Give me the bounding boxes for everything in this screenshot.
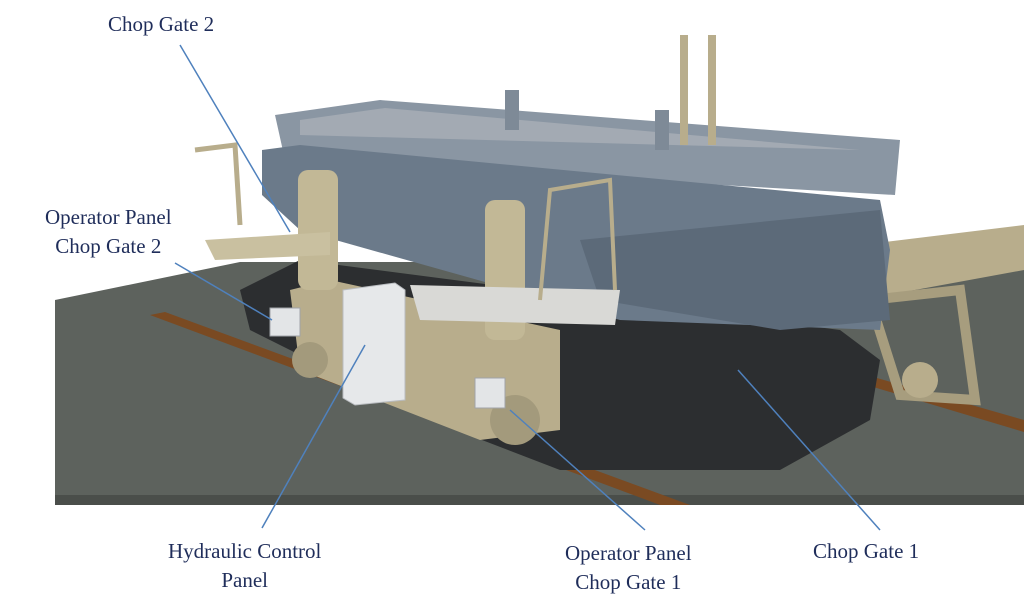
operator-panel-cg1-box [474, 377, 506, 409]
label-text: Panel [221, 568, 269, 592]
hook [655, 110, 669, 150]
leader-line-chop-gate-1 [737, 369, 881, 531]
wheel [292, 342, 328, 378]
label-chop-gate-2: Chop Gate 2 [108, 10, 214, 39]
wheel [902, 362, 938, 398]
ground-slab-edge [55, 495, 1024, 505]
operator-panel-cg2-box [269, 307, 301, 337]
leader-line-hydraulic-control-panel [261, 344, 366, 529]
label-text: Operator Panel [45, 205, 172, 229]
railing-right [538, 177, 617, 301]
ladder [680, 35, 688, 145]
hopper-inside [300, 108, 860, 150]
label-text: Chop Gate 1 [575, 570, 682, 594]
label-text: Chop Gate 1 [813, 539, 920, 563]
label-text: Chop Gate 2 [55, 234, 162, 258]
platform-right [410, 285, 620, 325]
hook [505, 90, 519, 130]
conveyor-frame [860, 225, 1024, 300]
hopper-lower [580, 210, 890, 330]
leader-line-chop-gate-2 [179, 44, 291, 233]
conveyor-leg [863, 284, 981, 406]
label-hydraulic-control-panel: Hydraulic Control Panel [168, 537, 321, 595]
hydraulic-control-panel-box [342, 282, 406, 406]
label-chop-gate-1: Chop Gate 1 [813, 537, 919, 566]
leader-line-operator-panel-cg2 [174, 262, 273, 321]
label-text: Hydraulic Control [168, 539, 322, 563]
platform-left [205, 232, 330, 260]
cylinder-left [298, 170, 338, 290]
railing-left [194, 142, 243, 226]
label-operator-panel-chop-gate-2: Operator Panel Chop Gate 2 [45, 203, 172, 261]
label-operator-panel-chop-gate-1: Operator Panel Chop Gate 1 [565, 539, 692, 597]
label-text: Operator Panel [565, 541, 692, 565]
ladder [708, 35, 716, 145]
leader-line-operator-panel-cg1 [509, 409, 646, 531]
label-text: Chop Gate 2 [108, 12, 215, 36]
